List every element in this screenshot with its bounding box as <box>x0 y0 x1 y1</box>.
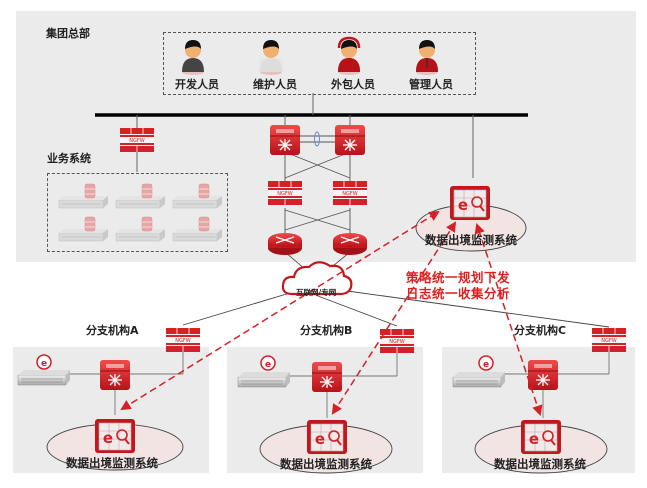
branch-c-server <box>452 371 506 388</box>
headquarters-title: 集团总部 <box>46 27 90 40</box>
branch-b-server <box>237 371 291 388</box>
branch-a-monitor-device-icon <box>94 418 136 454</box>
svg-text:e: e <box>41 359 47 369</box>
business-system-label: 业务系统 <box>47 152 91 165</box>
policy-annotation-line1: 策略统一规划下发 <box>406 270 511 285</box>
staff-label-outsourcing: 外包人员 <box>331 78 375 91</box>
branch-b-monitor-label: 数据出境监测系统 <box>280 457 372 471</box>
hq-business-firewall <box>119 127 155 153</box>
branch-b-monitor-device-icon <box>306 419 348 455</box>
branch-b-switch <box>311 361 343 393</box>
hq-monitor-label: 数据出境监测系统 <box>425 233 517 247</box>
developer-person-icon <box>182 40 204 75</box>
branch-c-switch <box>527 359 559 391</box>
core-links <box>284 135 351 276</box>
branch-c-title: 分支机构C <box>514 324 567 337</box>
hq-firewall-2 <box>332 180 368 206</box>
svg-text:e: e <box>265 360 271 370</box>
branch-c-firewall <box>591 327 627 353</box>
business-server-2 <box>115 183 166 209</box>
branch-a-switch <box>99 359 131 391</box>
branch-b-firewall <box>379 328 415 354</box>
outsourcing-person-icon <box>337 36 361 75</box>
management-arrows <box>120 210 543 416</box>
manager-person-icon <box>416 40 438 75</box>
staff-group-box <box>163 32 476 95</box>
branch-c-monitor-label: 数据出境监测系统 <box>494 457 586 471</box>
link-aggregation-icon <box>314 131 320 147</box>
business-server-3 <box>172 183 223 209</box>
business-server-5 <box>115 216 166 242</box>
business-server-4 <box>58 216 109 242</box>
branch-b-title: 分支机构B <box>300 324 353 337</box>
staff-label-developer: 开发人员 <box>175 78 219 91</box>
staff-label-maintenance: 维护人员 <box>253 78 297 91</box>
svg-text:e: e <box>483 360 489 370</box>
branch-a-server <box>17 369 71 386</box>
staff-label-manager: 管理人员 <box>409 78 453 91</box>
hq-core-switch-1 <box>269 124 301 156</box>
business-server-1 <box>58 183 109 209</box>
hq-core-switch-2 <box>334 124 366 156</box>
branch-a-monitor-label: 数据出境监测系统 <box>66 456 158 470</box>
business-server-6 <box>172 216 223 242</box>
branch-a-firewall <box>165 327 201 353</box>
branch-a-title: 分支机构A <box>86 324 139 337</box>
cloud-label: 互联网/专网 <box>296 288 337 297</box>
maintenance-person-icon <box>259 40 283 75</box>
hq-router-1 <box>267 232 303 256</box>
hq-router-2 <box>332 232 368 256</box>
policy-annotation-line2: 日志统一收集分析 <box>406 286 511 301</box>
branch-c-monitor-device-icon <box>520 419 562 455</box>
hq-firewall-1 <box>267 180 303 206</box>
hq-monitor-device-icon <box>449 185 491 221</box>
